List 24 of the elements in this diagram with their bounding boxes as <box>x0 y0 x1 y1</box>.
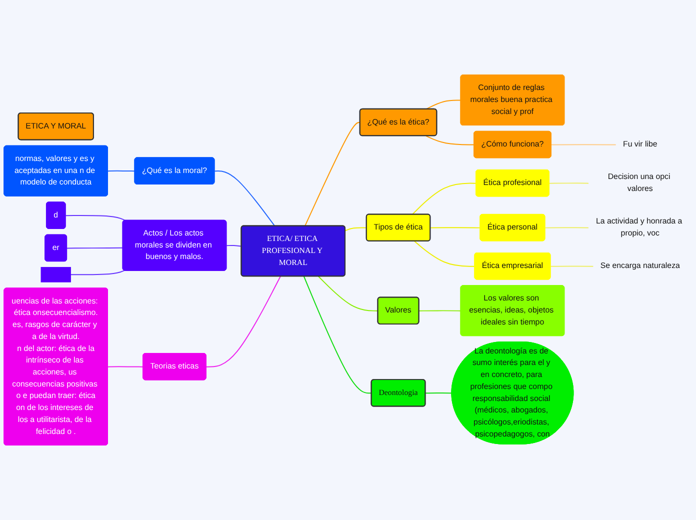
connector <box>303 276 372 394</box>
node-box <box>40 266 71 282</box>
connector <box>430 227 481 228</box>
connector <box>304 122 361 226</box>
connector <box>544 227 589 228</box>
connector <box>318 276 378 312</box>
connector <box>426 100 462 110</box>
connector <box>108 170 136 172</box>
connector <box>344 227 368 232</box>
connector <box>414 240 476 267</box>
connector <box>418 310 462 312</box>
connector <box>108 366 144 368</box>
connector <box>550 144 616 146</box>
connector <box>426 135 475 146</box>
connector <box>424 392 452 394</box>
connector <box>206 276 281 368</box>
connector <box>65 215 126 221</box>
connector <box>412 182 477 215</box>
connector <box>550 266 594 267</box>
connector <box>214 170 276 226</box>
connector <box>70 270 125 276</box>
connector <box>226 245 242 247</box>
connector <box>548 182 589 184</box>
connector <box>66 247 124 249</box>
